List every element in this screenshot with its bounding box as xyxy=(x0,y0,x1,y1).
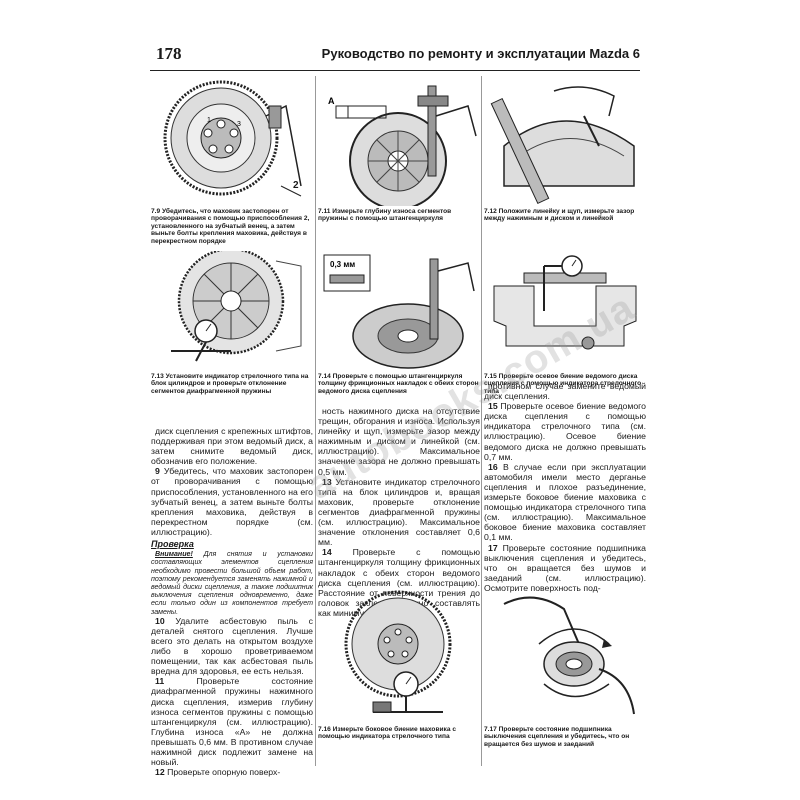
caliper-clutch-disc-illustration: 0,3 мм xyxy=(323,254,475,369)
figure-caption: 7.9 Убедитесь, что маховик застопорен от… xyxy=(151,208,310,245)
figure-caption: 7.11 Измерьте глубину износа сегментов п… xyxy=(318,208,452,223)
paragraph-text: Удалите асбестовую пыль с деталей снятог… xyxy=(151,615,313,677)
caliper-pressure-plate-illustration: A xyxy=(328,85,477,206)
figure-7-17: 7.17 Проверьте состояние подшипника выкл… xyxy=(484,584,646,748)
figure-7-14: 0,3 мм 7.14 Проверьте с помощью штангенц… xyxy=(318,251,480,395)
paragraph: 9 Убедитесь, что маховик застопорен от п… xyxy=(151,466,313,537)
figure-label: 0,3 мм xyxy=(330,260,355,269)
step-number: 14 xyxy=(322,547,332,558)
step-number: 12 xyxy=(155,767,165,778)
paragraph: 17 Проверьте состояние подшипника выключ… xyxy=(484,543,646,593)
paragraph: 11 Проверьте состояние диафрагменной пру… xyxy=(151,676,313,767)
figure-7-15: 7.15 Проверьте осевое биение ведомого ди… xyxy=(484,251,646,395)
figure-7-9: 1 3 2 7.9 Убедитесь, что маховик застопо… xyxy=(151,76,313,245)
page-header: 178 Руководство по ремонту и эксплуатаци… xyxy=(150,40,640,71)
step-number: 13 xyxy=(322,476,332,487)
paragraph: противном случае замените ведомый диск с… xyxy=(484,381,646,402)
page-number: 178 xyxy=(156,44,182,63)
warning-text: Для снятия и установки составляющих элем… xyxy=(151,550,313,616)
figure-label: A xyxy=(328,96,335,106)
column-3: 7.12 Положите линейку и щуп, измерьте за… xyxy=(484,76,646,766)
column-1: 1 3 2 7.9 Убедитесь, что маховик застопо… xyxy=(151,76,313,777)
step-number: 15 xyxy=(488,401,498,412)
paragraph-text: Установите индикатор стрелочного типа на… xyxy=(318,476,480,548)
paragraph: 13 Установите индикатор стрелочного типа… xyxy=(318,477,480,548)
warning-paragraph: Внимание! Для снятия и установки составл… xyxy=(151,550,313,616)
warning-lead: Внимание! xyxy=(155,550,193,559)
step-number: 11 xyxy=(155,676,165,687)
column-divider xyxy=(481,76,482,766)
paragraph-text: Проверьте состояние подшипника выключени… xyxy=(484,542,646,593)
figure-7-13: 7.13 Установите индикатор стрелочного ти… xyxy=(151,251,313,395)
paragraph-text: Проверьте состояние диафрагменной пружин… xyxy=(151,676,313,768)
step-number: 10 xyxy=(155,615,165,626)
paragraph: 12 Проверьте опорную поверх- xyxy=(151,767,313,777)
flywheel-runout-illustration xyxy=(344,590,452,713)
text-block: противном случае замените ведомый диск с… xyxy=(484,381,646,593)
paragraph: 10 Удалите асбестовую пыль с деталей сня… xyxy=(151,616,313,677)
figure-7-11: A 7.11 Измерьте глубину износа сегментов… xyxy=(318,76,480,223)
release-bearing-illustration xyxy=(503,596,635,715)
paragraph-text: Убедитесь, что маховик застопорен от про… xyxy=(151,466,313,537)
figure-caption: 7.15 Проверьте осевое биение ведомого ди… xyxy=(484,373,642,395)
step-number: 16 xyxy=(488,461,498,472)
figure-caption: 7.14 Проверьте с помощью штангенциркуля … xyxy=(318,373,479,395)
figure-label: 2 xyxy=(293,180,299,191)
clutch-disc-runout-illustration xyxy=(493,255,637,350)
figure-caption: 7.17 Проверьте состояние подшипника выкл… xyxy=(484,726,630,748)
figure-7-16: 7.16 Измерьте боковое биение маховика с … xyxy=(318,584,480,741)
paragraph: ность нажимного диска на отсутствие трещ… xyxy=(318,406,480,477)
paragraph-text: Проверьте опорную поверх- xyxy=(167,767,281,778)
paragraph-text: Проверьте осевое биение ведомого диска с… xyxy=(484,401,646,462)
figure-7-12: 7.12 Положите линейку и щуп, измерьте за… xyxy=(484,76,646,223)
page-title: Руководство по ремонту и эксплуатации Ma… xyxy=(321,46,640,61)
flywheel-illustration: 1 3 xyxy=(163,80,302,197)
section-heading: Проверка xyxy=(151,539,194,550)
column-divider xyxy=(315,76,316,766)
figure-caption: 7.12 Положите линейку и щуп, измерьте за… xyxy=(484,208,635,223)
straightedge-feeler-illustration xyxy=(490,86,635,205)
figure-caption: 7.16 Измерьте боковое биение маховика с … xyxy=(318,726,457,741)
paragraph: 15 Проверьте осевое биение ведомого диск… xyxy=(484,401,646,462)
paragraph-text: В случае если при эксплуатации автомобил… xyxy=(484,461,646,543)
svg-text:1: 1 xyxy=(207,117,211,124)
text-block: диск сцепления с крепежных штифтов, подд… xyxy=(151,426,313,777)
step-number: 17 xyxy=(488,542,498,553)
dial-indicator-clutch-illustration xyxy=(171,251,302,362)
figure-caption: 7.13 Установите индикатор стрелочного ти… xyxy=(151,373,309,395)
column-2: A 7.11 Измерьте глубину износа сегментов… xyxy=(318,76,480,766)
paragraph: диск сцепления с крепежных штифтов, подд… xyxy=(151,426,313,467)
svg-text:3: 3 xyxy=(237,121,241,128)
paragraph: 16 В случае если при эксплуатации автомо… xyxy=(484,462,646,543)
step-number: 9 xyxy=(155,466,160,477)
